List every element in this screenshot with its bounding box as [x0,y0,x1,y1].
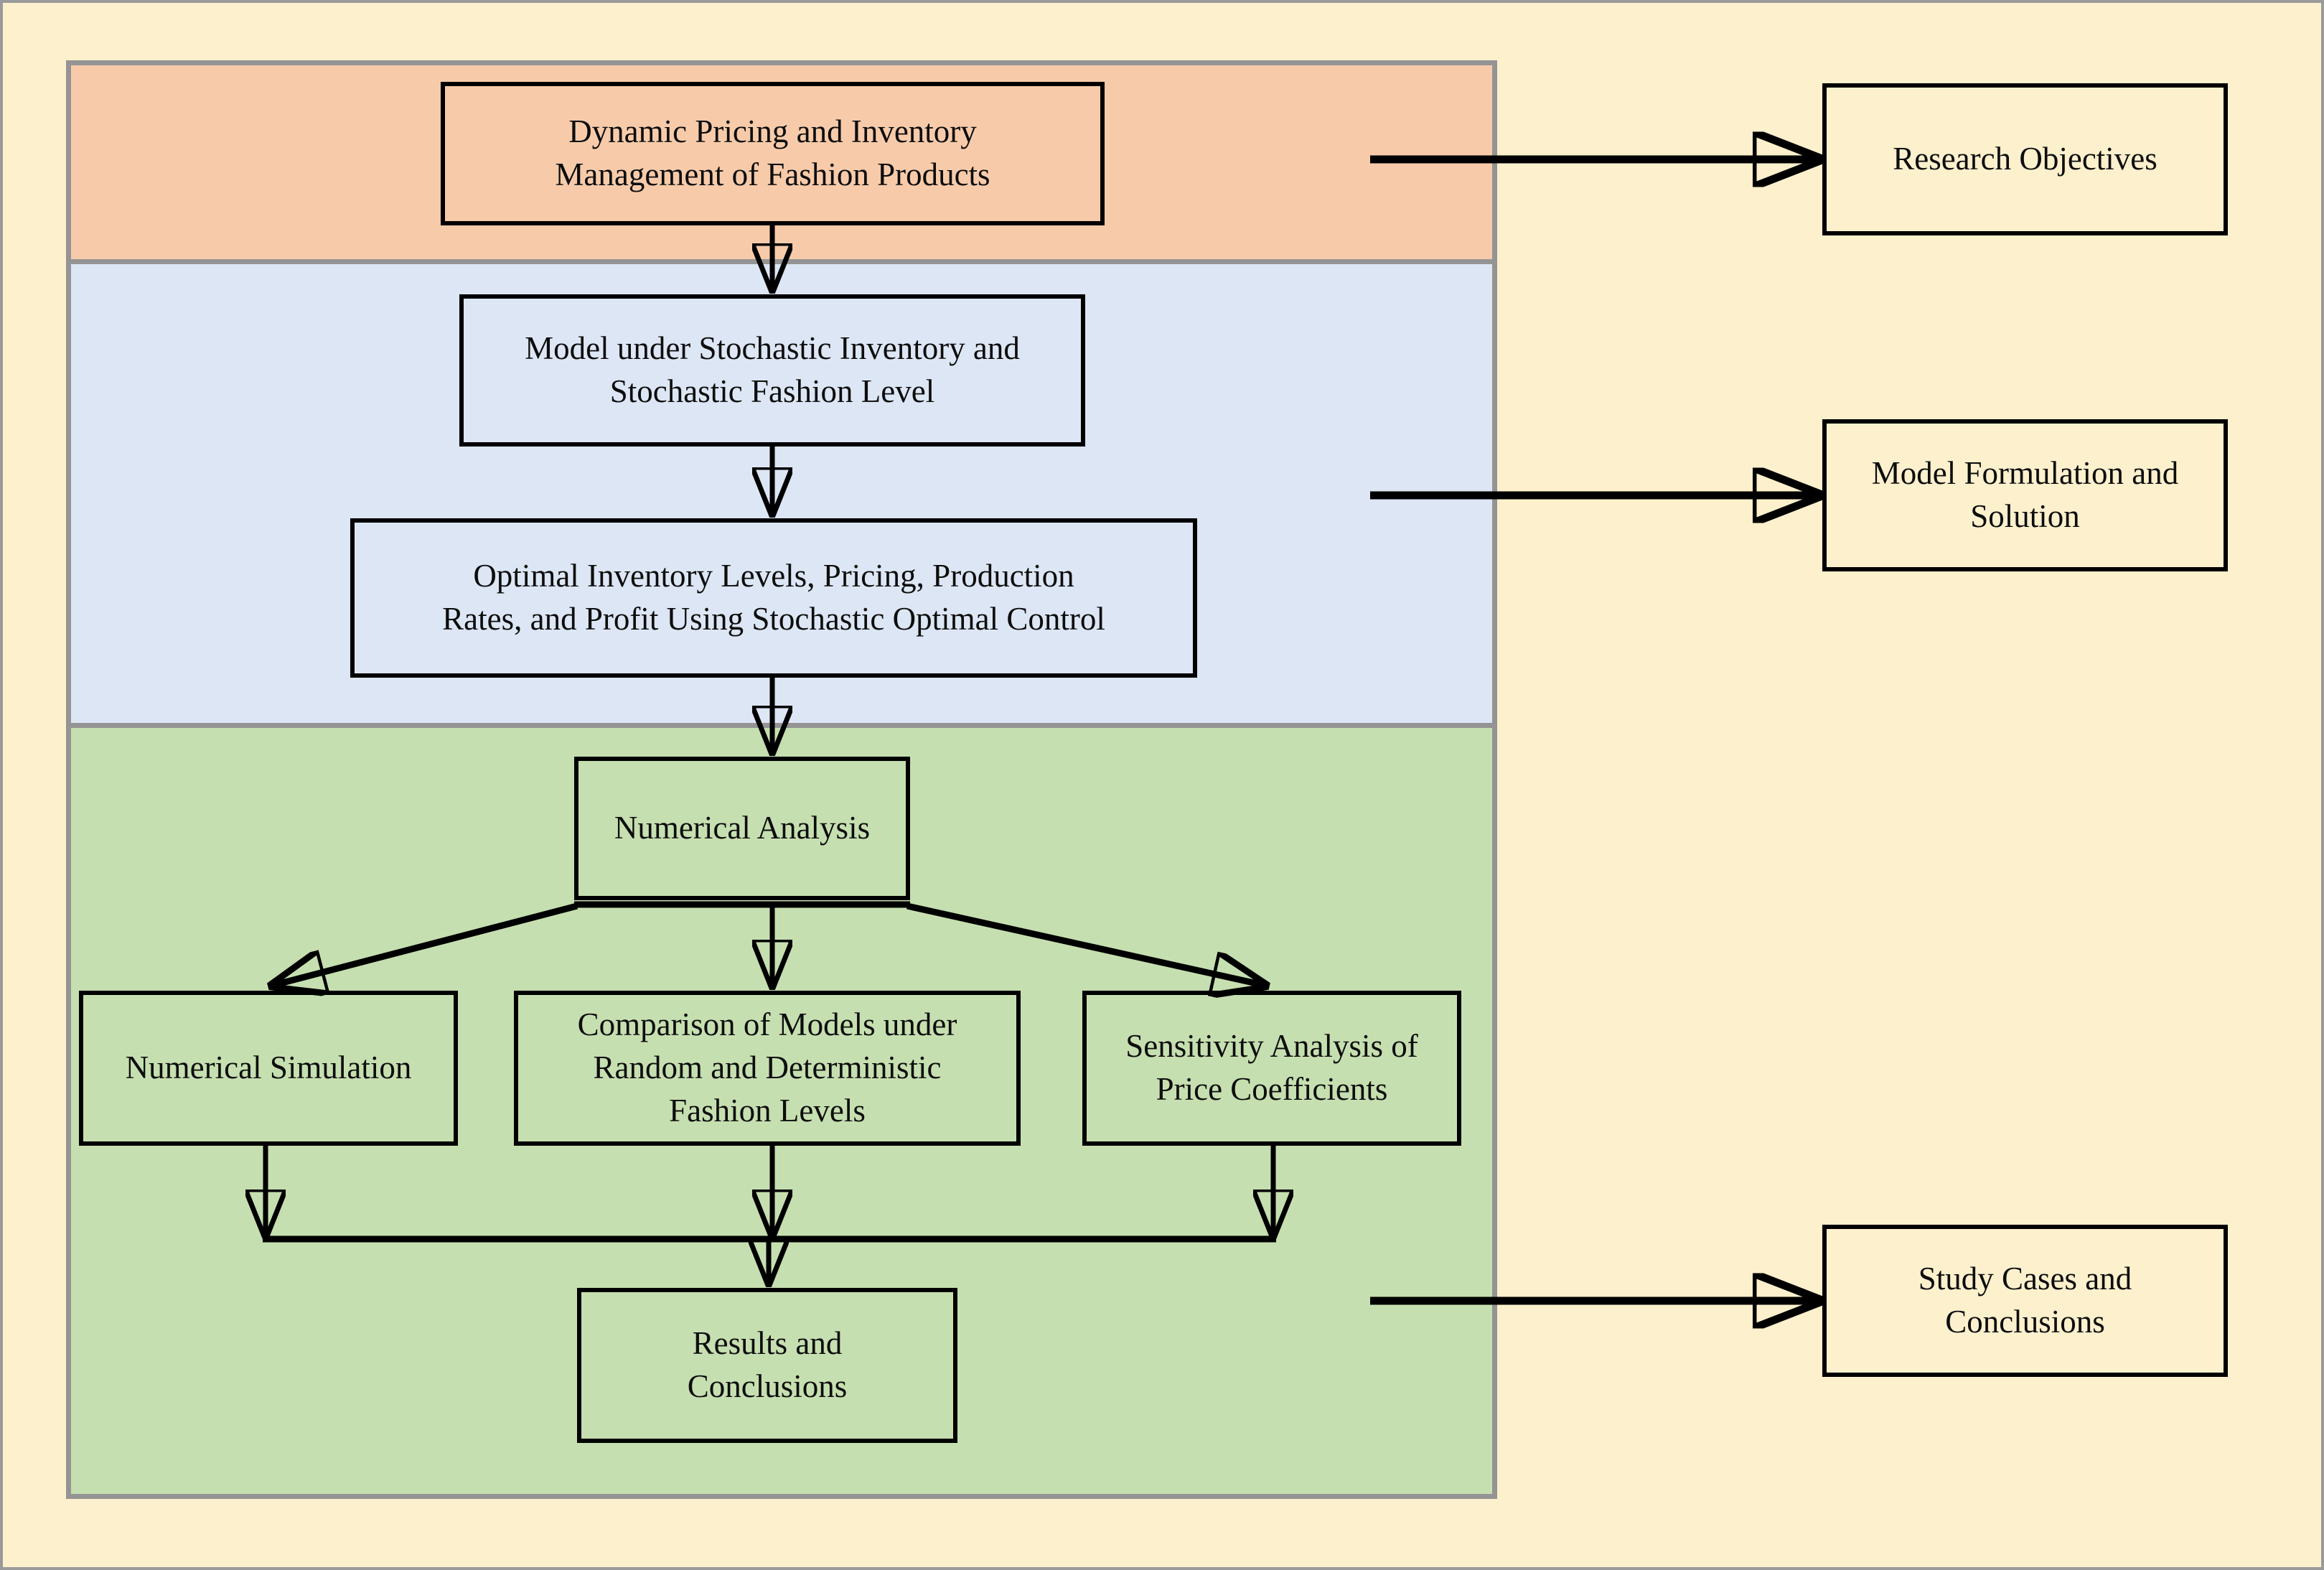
side-node-research-objectives-line1: Research Objectives [1893,141,2157,177]
node-comparison[interactable]: Comparison of Models under Random and De… [514,991,1021,1146]
side-node-study-cases-line2: Conclusions [1945,1304,2105,1340]
phase-band-container [66,60,1497,1499]
side-node-model-formulation[interactable]: Model Formulation and Solution [1822,419,2228,571]
node-comparison-line2: Random and Deterministic [593,1050,942,1086]
node-title-line2: Management of Fashion Products [555,156,990,192]
node-optimal-line2: Rates, and Profit Using Stochastic Optim… [442,601,1105,637]
node-comparison-line3: Fashion Levels [669,1092,866,1129]
node-sensitivity-line2: Price Coefficients [1156,1071,1388,1107]
node-optimal-line1: Optimal Inventory Levels, Pricing, Produ… [473,558,1074,594]
node-title[interactable]: Dynamic Pricing and Inventory Management… [441,82,1105,225]
node-title-line1: Dynamic Pricing and Inventory [568,113,977,150]
node-numerical-analysis-line1: Numerical Analysis [614,810,871,846]
node-sensitivity[interactable]: Sensitivity Analysis of Price Coefficien… [1082,991,1461,1146]
node-model-line2: Stochastic Fashion Level [609,373,935,409]
side-node-study-cases[interactable]: Study Cases and Conclusions [1822,1225,2228,1377]
side-node-model-formulation-line2: Solution [1970,498,2080,534]
node-optimal[interactable]: Optimal Inventory Levels, Pricing, Produ… [350,518,1197,678]
side-node-study-cases-line1: Study Cases and [1918,1261,2132,1297]
node-numerical-simulation[interactable]: Numerical Simulation [79,991,458,1146]
band-research-objectives [71,65,1492,264]
side-node-model-formulation-line1: Model Formulation and [1871,455,2179,492]
node-numerical-simulation-line1: Numerical Simulation [125,1050,412,1086]
node-results-line2: Conclusions [687,1368,848,1404]
node-sensitivity-line1: Sensitivity Analysis of [1125,1028,1418,1065]
side-node-research-objectives[interactable]: Research Objectives [1822,83,2228,235]
node-numerical-analysis[interactable]: Numerical Analysis [574,757,910,900]
band-study-cases [71,728,1492,1494]
node-comparison-line1: Comparison of Models under [577,1006,957,1043]
node-model-line1: Model under Stochastic Inventory and [525,330,1020,367]
node-results-line1: Results and [692,1325,843,1362]
node-results[interactable]: Results and Conclusions [577,1288,957,1443]
node-model[interactable]: Model under Stochastic Inventory and Sto… [459,294,1085,447]
